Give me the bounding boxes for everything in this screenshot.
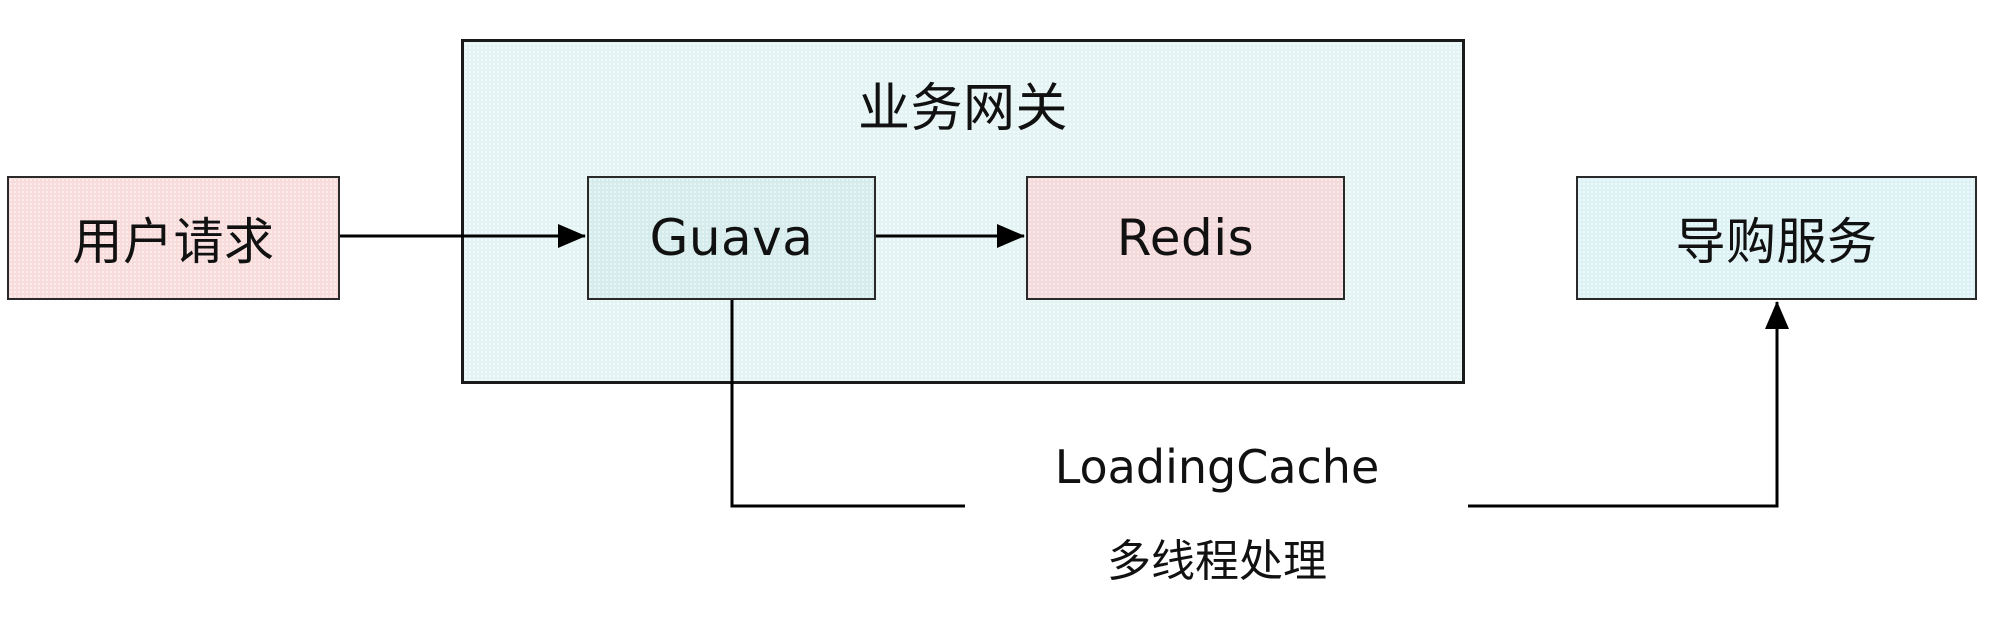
guava-node: Guava xyxy=(587,176,876,300)
shopping-service-label: 导购服务 xyxy=(1675,213,1878,271)
redis-label: Redis xyxy=(1116,209,1255,267)
arrow-label-to-service xyxy=(1468,301,1789,508)
user-request-label: 用户请求 xyxy=(72,213,275,271)
edge-label-loadingcache: LoadingCache xyxy=(1007,440,1427,494)
connector-guava-to-label xyxy=(730,300,965,508)
user-request-node: 用户请求 xyxy=(7,176,340,300)
edge-label-multithread: 多线程处理 xyxy=(1007,525,1427,589)
shopping-service-node: 导购服务 xyxy=(1576,176,1977,300)
redis-node: Redis xyxy=(1026,176,1345,300)
gateway-title: 业务网关 xyxy=(857,79,1068,139)
guava-label: Guava xyxy=(649,209,814,267)
